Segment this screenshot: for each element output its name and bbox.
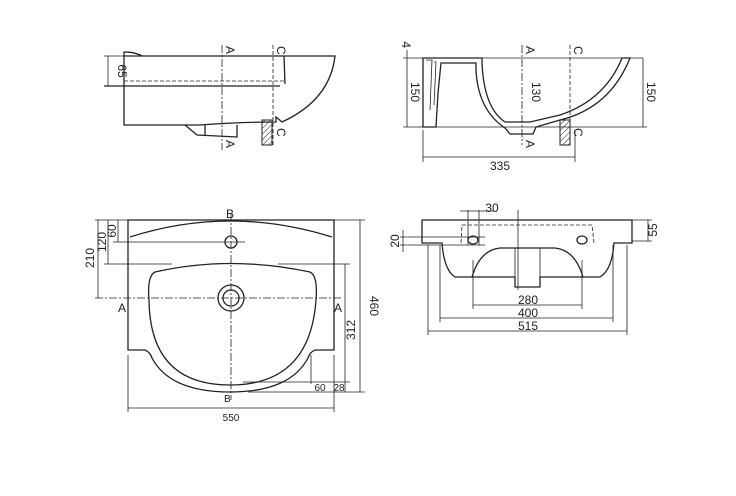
label-a-bottom: A <box>523 140 537 148</box>
dim-335: 335 <box>490 159 510 173</box>
side-drain <box>184 124 238 138</box>
front-outline <box>421 219 633 288</box>
side-view: 65 A A C C <box>104 45 336 150</box>
dim-28: 28 <box>333 383 345 394</box>
dim-4: 4 <box>399 41 413 48</box>
dim-120: 120 <box>95 232 109 252</box>
label-c-top: C <box>274 46 288 55</box>
label-a-left: A <box>118 301 126 315</box>
dim-150-left: 150 <box>408 82 422 102</box>
dim-60-top: 60 <box>105 224 119 238</box>
dim-280: 280 <box>518 293 538 307</box>
top-view: 210 120 60 460 312 60 28 550 B B A A <box>83 207 381 424</box>
label-a-top: A <box>523 46 537 54</box>
dim-20: 20 <box>388 234 402 248</box>
dim-550: 550 <box>223 413 240 424</box>
label-a-top: A <box>223 46 237 54</box>
label-c-bottom: C <box>571 128 585 137</box>
dim-65: 65 <box>115 64 129 78</box>
dim-150-right: 150 <box>644 82 658 102</box>
dim-460: 460 <box>367 296 381 316</box>
side-rim <box>123 51 143 57</box>
section-wall-hatch <box>559 119 571 146</box>
section-view: 4 150 130 150 335 A A C C <box>399 41 658 173</box>
dim-400: 400 <box>518 306 538 320</box>
dim-312: 312 <box>344 320 358 340</box>
dim-60-bottom: 60 <box>314 383 326 394</box>
dim-515: 515 <box>518 319 538 333</box>
top-bowl <box>147 262 318 386</box>
label-b-bottom: B <box>224 394 231 405</box>
section-outline <box>422 57 631 135</box>
label-a-bottom: A <box>223 140 237 148</box>
dim-130: 130 <box>529 82 543 102</box>
label-a-right: A <box>334 301 342 315</box>
front-bowl <box>471 247 584 278</box>
dim-55: 55 <box>646 223 660 237</box>
wall-hatch <box>261 119 273 146</box>
dim-30: 30 <box>485 201 499 215</box>
side-outline <box>123 55 336 126</box>
label-c-top: C <box>571 46 585 55</box>
label-b-top: B <box>226 207 234 221</box>
right-mount-hole <box>576 235 588 245</box>
dim-210: 210 <box>83 248 97 268</box>
label-c-bottom: C <box>274 128 288 137</box>
front-view: 30 20 55 280 400 515 <box>388 201 660 335</box>
top-outline <box>127 219 335 393</box>
top-deck-curve <box>129 220 333 238</box>
